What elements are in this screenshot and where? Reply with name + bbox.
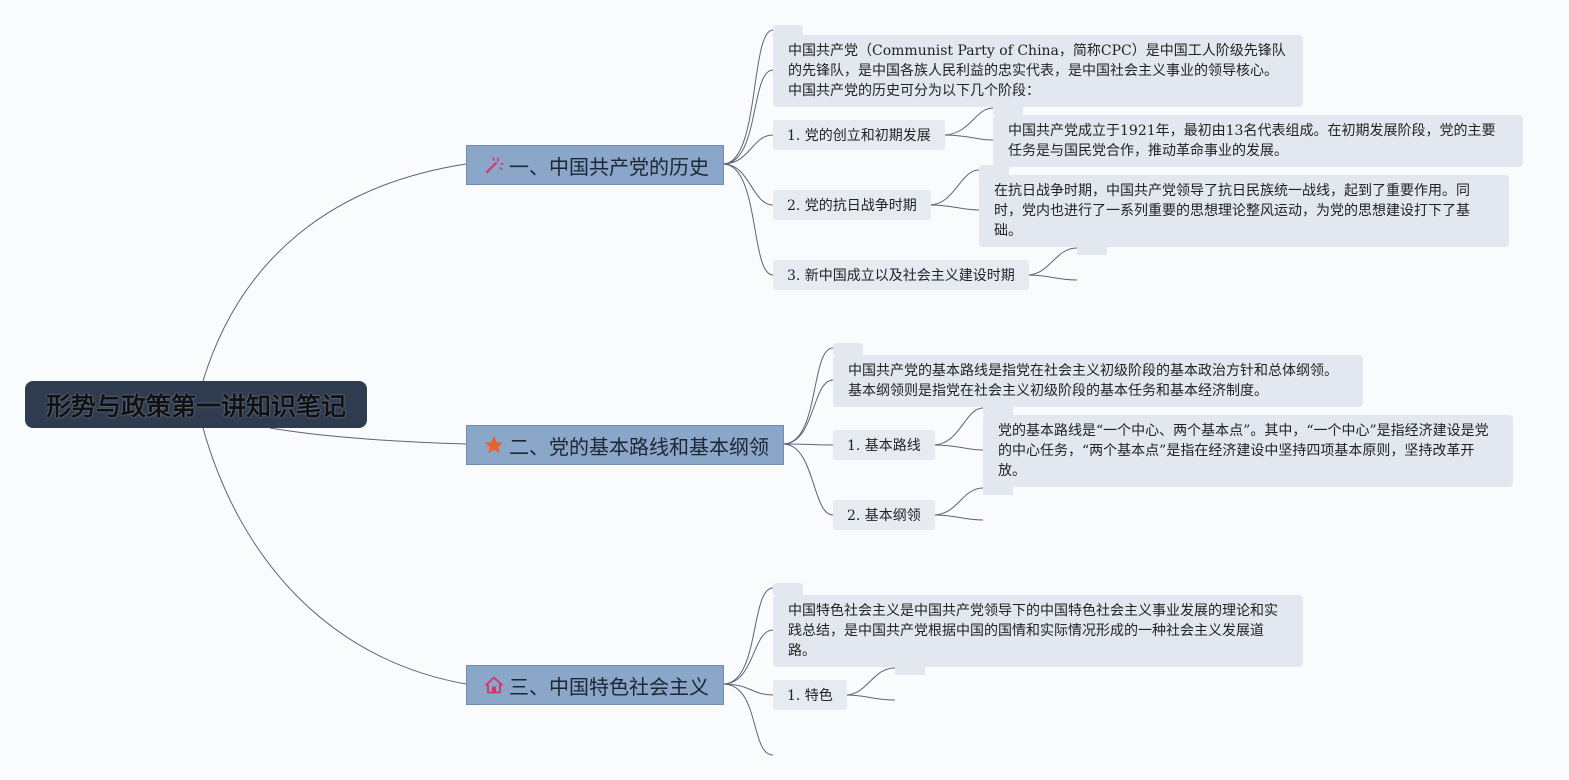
basic-line-intro-text[interactable]: 中国共产党的基本路线是指党在社会主义初级阶段的基本政治方针和总体纲领。基本纲领则… bbox=[833, 355, 1363, 407]
empty-topic-tab[interactable] bbox=[895, 663, 925, 675]
edge-root-branch-1 bbox=[202, 163, 467, 382]
branch-socialism[interactable]: 三、中国特色社会主义 bbox=[466, 665, 724, 705]
empty-topic-tab[interactable] bbox=[979, 165, 1009, 177]
war-detail-text[interactable]: 在抗日战争时期，中国共产党领导了抗日民族统一战线，起到了重要作用。同时，党内也进… bbox=[979, 175, 1509, 247]
branch-title: 一、中国共产党的历史 bbox=[509, 154, 709, 179]
branch-history[interactable]: 一、中国共产党的历史 bbox=[466, 145, 724, 185]
branch-title: 二、党的基本路线和基本纲领 bbox=[509, 434, 769, 459]
root-topic[interactable]: 形势与政策第一讲知识笔记 bbox=[25, 381, 367, 428]
subtopic-founding[interactable]: 1. 党的创立和初期发展 bbox=[773, 120, 945, 150]
subtopic-anti-japanese-war[interactable]: 2. 党的抗日战争时期 bbox=[773, 190, 931, 220]
subtopic-characteristics[interactable]: 1. 特色 bbox=[773, 680, 847, 710]
history-intro-text[interactable]: 中国共产党（Communist Party of China，简称CPC）是中国… bbox=[773, 35, 1303, 107]
branch-title: 三、中国特色社会主义 bbox=[509, 674, 709, 699]
subtopic-basic-program[interactable]: 2. 基本纲领 bbox=[833, 500, 935, 530]
empty-topic-tab[interactable] bbox=[833, 343, 863, 355]
founding-detail-text[interactable]: 中国共产党成立于1921年，最初由13名代表组成。在初期发展阶段，党的主要任务是… bbox=[993, 115, 1523, 167]
home-icon bbox=[483, 674, 505, 696]
empty-topic-tab[interactable] bbox=[983, 403, 1013, 415]
magic-wand-icon bbox=[483, 154, 505, 176]
edge-root-branch-2 bbox=[269, 427, 467, 445]
star-icon bbox=[483, 434, 505, 456]
branch-basic-line[interactable]: 二、党的基本路线和基本纲领 bbox=[466, 425, 784, 465]
root-title: 形势与政策第一讲知识笔记 bbox=[45, 391, 346, 421]
basic-line-detail-text[interactable]: 党的基本路线是“一个中心、两个基本点”。其中，“一个中心”是指经济建设是党的中心… bbox=[983, 415, 1513, 487]
empty-topic-tab[interactable] bbox=[993, 103, 1023, 115]
socialism-intro-text[interactable]: 中国特色社会主义是中国共产党领导下的中国特色社会主义事业发展的理论和实践总结，是… bbox=[773, 595, 1303, 667]
empty-topic-tab[interactable] bbox=[773, 583, 803, 595]
edge-root-branch-3 bbox=[202, 427, 467, 685]
empty-topic-tab[interactable] bbox=[983, 483, 1013, 495]
empty-topic-tab[interactable] bbox=[773, 25, 803, 37]
empty-topic-tab[interactable] bbox=[1077, 243, 1107, 255]
subtopic-basic-line[interactable]: 1. 基本路线 bbox=[833, 430, 935, 460]
subtopic-new-china[interactable]: 3. 新中国成立以及社会主义建设时期 bbox=[773, 260, 1029, 290]
